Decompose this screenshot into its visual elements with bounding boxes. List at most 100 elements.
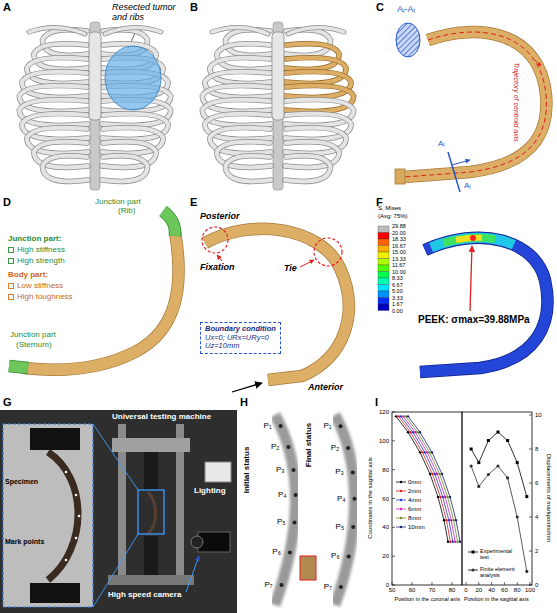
figure-label: 15.00 <box>392 249 406 255</box>
panel-letter: I <box>375 396 378 409</box>
figure-label: P₅ <box>277 518 286 527</box>
rib-implant-e <box>205 229 349 380</box>
figure-label: 4 <box>535 514 538 521</box>
figure-label: Trajectory of centroid axis <box>512 62 520 142</box>
colorbar-block <box>378 285 389 292</box>
legend-label: 2mm <box>408 488 421 495</box>
test-photo <box>108 575 194 585</box>
colorbar-block <box>378 259 389 266</box>
figure-label: P₂ <box>331 444 339 453</box>
rib-implant-c <box>404 32 546 177</box>
rib-implant-d <box>9 366 28 368</box>
rib-implant-c <box>404 32 546 177</box>
rib <box>285 156 331 182</box>
legend-sample <box>468 552 478 553</box>
figure-label: 60 <box>382 495 389 502</box>
figure-label: P₄ <box>278 490 287 499</box>
figure-label: Resected tumor and ribs <box>112 2 182 23</box>
colorbar-block <box>378 226 389 233</box>
clavicle <box>29 27 85 34</box>
mark-point <box>279 424 283 428</box>
rib-implant-e <box>202 227 228 253</box>
legend-label: 4mm <box>408 497 421 504</box>
figure-label: 40 <box>382 524 389 531</box>
condition-box: Boundary conditionUx=0; URx=URy=0Uz=10mm <box>200 322 281 354</box>
rib <box>225 156 271 182</box>
tick <box>412 582 413 585</box>
test-photo <box>148 492 156 534</box>
panel-letter: E <box>190 196 197 209</box>
figure-label: Aᵢ <box>464 181 471 190</box>
legend-sample <box>400 526 402 528</box>
panel-letter: H <box>240 396 248 409</box>
marker-arcs <box>335 415 355 605</box>
clavicle <box>212 27 268 34</box>
tick <box>392 582 393 585</box>
rib <box>42 156 88 182</box>
test-photo <box>144 536 158 575</box>
legend-sample <box>400 499 402 501</box>
figure-label: High speed camera <box>108 590 181 599</box>
tick <box>432 582 433 585</box>
figure-label: Junction part: <box>8 234 61 243</box>
rib <box>42 156 88 182</box>
coordinate-curve <box>406 416 458 541</box>
mark-point <box>346 446 350 450</box>
tick <box>529 483 532 484</box>
legend-sample <box>396 482 406 483</box>
legend-sample <box>396 500 406 501</box>
legend-label: High toughness <box>17 292 73 301</box>
colorbar-block <box>378 291 389 298</box>
chart-frames <box>392 412 462 585</box>
rib-implant-d <box>163 211 175 236</box>
test-photo <box>191 536 203 548</box>
figure-label: P₅ <box>336 522 345 531</box>
coordinate-curve <box>398 416 450 541</box>
rib-implant-c <box>452 160 470 165</box>
legend-label: Experimental test <box>480 548 518 561</box>
figure-label: 0 <box>535 582 538 589</box>
figure-label: (Sternum) <box>16 340 52 349</box>
figure-label: 40 <box>488 587 495 594</box>
figure-label: 80 <box>514 587 521 594</box>
figure-label: 70 <box>429 587 436 594</box>
figure-label: 8.33 <box>392 275 403 281</box>
rib-implant-e <box>314 238 342 266</box>
tick <box>466 582 467 585</box>
stress-contour-f <box>470 235 476 241</box>
test-photo <box>78 515 81 518</box>
chart-frames <box>462 412 532 585</box>
figure-label: Tie <box>284 263 297 273</box>
stress-contour-f <box>420 238 547 372</box>
panel-letter: G <box>3 396 12 409</box>
figure-label: 50 <box>389 587 396 594</box>
legend-sample <box>396 491 406 492</box>
rib-implant-e <box>217 255 222 261</box>
figure-label: P₃ <box>335 468 344 477</box>
sternum <box>272 32 284 120</box>
mark-point <box>339 585 343 589</box>
figure-label: Aᵢ <box>438 139 445 148</box>
legend-sample <box>400 490 402 492</box>
rib-implant-c <box>395 23 546 192</box>
chart-frames <box>392 412 532 585</box>
tick <box>530 582 531 585</box>
test-photo <box>112 438 190 452</box>
figure-label: 100 <box>379 437 389 444</box>
tick <box>392 527 395 528</box>
legend-sample <box>472 551 475 554</box>
rib-implant-e <box>232 383 262 392</box>
figure-label: Universal testing machine <box>112 412 211 421</box>
clavicle <box>105 27 161 34</box>
figure-label: 2 <box>535 548 538 555</box>
figure-label: Specimen <box>5 478 38 486</box>
figure-label: 6 <box>535 480 538 487</box>
tumor-region <box>105 46 161 110</box>
rib-implant-d <box>9 366 28 368</box>
stress-contour-f <box>420 238 547 372</box>
legend-label: Low stiffness <box>17 281 63 290</box>
mark-point <box>292 520 296 524</box>
clavicle <box>105 27 161 34</box>
rib-implant-d <box>163 211 175 236</box>
rib-implant-c <box>396 23 420 57</box>
